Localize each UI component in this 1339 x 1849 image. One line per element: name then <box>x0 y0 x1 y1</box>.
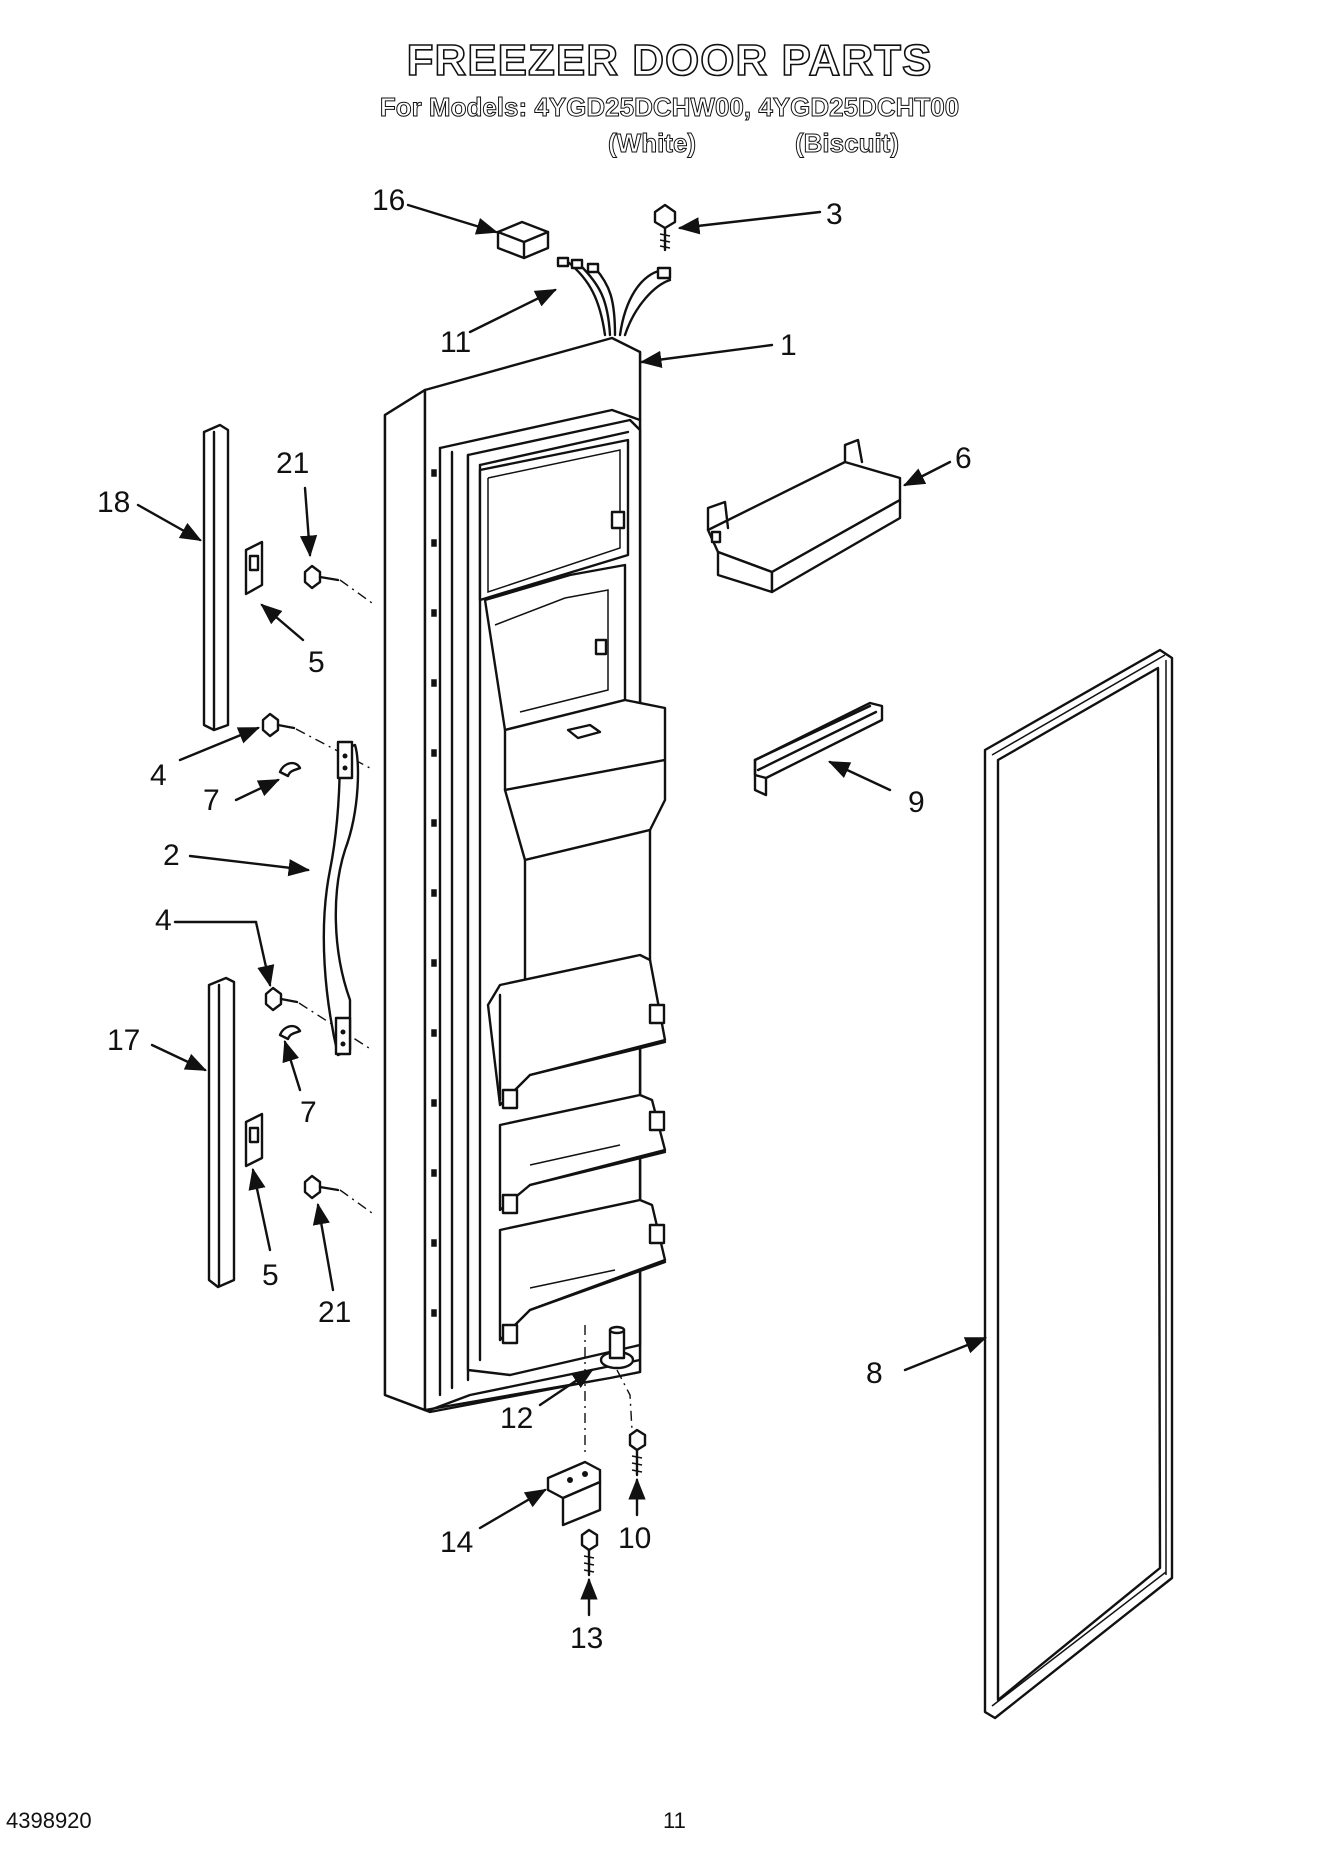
models-line: For Models: 4YGD25DCHW00, 4YGD25DCHT00 <box>379 92 960 123</box>
callout-17: 17 <box>107 1024 140 1057</box>
part-trim-strip-top <box>202 423 230 732</box>
part-wire-connector <box>496 220 550 260</box>
callout-7-lower: 7 <box>300 1096 317 1129</box>
part-door-handle <box>322 740 360 1057</box>
callout-7-upper: 7 <box>203 784 220 817</box>
part-hinge-pin <box>584 1325 635 1455</box>
callout-4-upper: 4 <box>150 759 167 792</box>
part-freezer-door <box>383 336 667 1414</box>
door-bin-middle <box>498 1093 667 1215</box>
callout-6: 6 <box>955 442 972 475</box>
part-screw-hinge-pin <box>628 1428 647 1477</box>
leader-lines <box>136 203 988 1617</box>
part-clip-bottom <box>244 1112 264 1168</box>
callout-13: 13 <box>570 1622 603 1655</box>
page-number: 11 <box>663 1808 686 1833</box>
callout-10: 10 <box>618 1522 651 1555</box>
callout-8: 8 <box>866 1357 883 1390</box>
callout-2: 2 <box>163 839 180 872</box>
part-trim-strip-bottom <box>207 976 236 1289</box>
callout-14: 14 <box>440 1526 473 1559</box>
page-title: FREEZER DOOR PARTS <box>406 35 933 86</box>
part-door-gasket <box>983 648 1174 1720</box>
part-handle-cap-lower <box>278 1024 302 1041</box>
part-screw-lower-left <box>303 1174 373 1214</box>
callout-18: 18 <box>97 486 130 519</box>
part-screw-top <box>653 203 677 252</box>
callout-labels: 16 3 11 1 6 18 21 5 4 7 9 2 4 17 7 5 21 … <box>97 184 972 1655</box>
callout-3: 3 <box>826 198 843 231</box>
callout-12: 12 <box>500 1402 533 1435</box>
color-label-white: (White) <box>607 128 697 159</box>
callout-4-lower: 4 <box>155 904 172 937</box>
callout-21-lower: 21 <box>318 1296 351 1329</box>
document-number: 4398920 <box>6 1808 92 1833</box>
callout-16: 16 <box>372 184 405 217</box>
part-screw-upper-left <box>303 564 373 604</box>
callout-5-lower: 5 <box>262 1259 279 1292</box>
part-hinge-plate <box>546 1460 602 1527</box>
part-screw-hinge-plate <box>580 1528 599 1577</box>
callout-5-upper: 5 <box>308 646 325 679</box>
callout-9: 9 <box>908 786 925 819</box>
callout-11: 11 <box>440 326 471 359</box>
callout-21-upper: 21 <box>276 447 309 480</box>
part-wire-harness <box>556 256 672 337</box>
door-bin-bottom <box>498 1198 667 1345</box>
color-label-biscuit: (Biscuit) <box>795 128 900 159</box>
callout-1: 1 <box>780 329 797 362</box>
door-bin-top <box>486 953 667 1110</box>
part-handle-cap-upper <box>278 761 302 778</box>
part-handle-screw-lower <box>264 986 373 1051</box>
part-rail <box>753 701 884 797</box>
part-upper-bin <box>706 438 902 594</box>
part-clip-top <box>244 540 264 596</box>
